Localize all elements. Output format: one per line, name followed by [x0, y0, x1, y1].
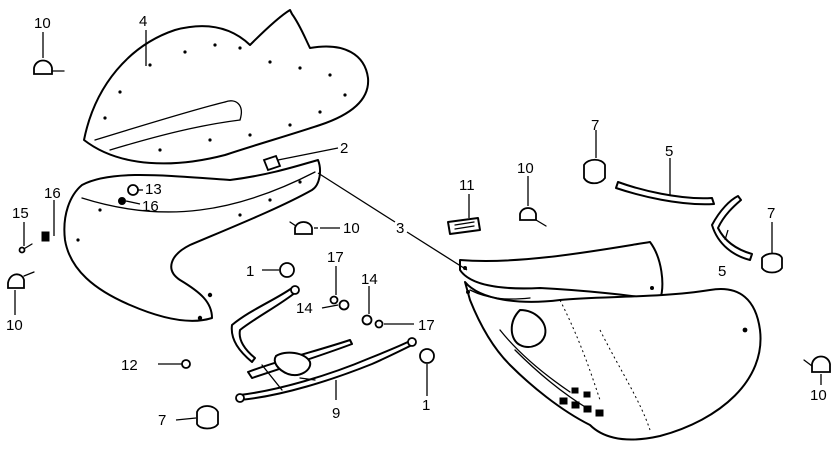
callout-10-top-left: 10: [34, 15, 51, 32]
callout-17-upper: 17: [327, 249, 344, 266]
grommet-small: [181, 359, 191, 369]
callout-10-left: 10: [6, 317, 23, 334]
callout-1-upper: 1: [246, 263, 254, 280]
callout-7-right: 7: [767, 205, 775, 222]
callout-4: 4: [139, 13, 147, 30]
screw-top-left: [33, 59, 65, 75]
callout-11: 11: [459, 177, 475, 194]
callout-12: 12: [121, 357, 138, 374]
callout-14-left: 14: [296, 300, 313, 317]
emblem: [447, 217, 481, 235]
washer-left: [41, 231, 50, 242]
callout-2: 2: [340, 140, 348, 157]
callout-16-left: 16: [44, 185, 61, 202]
side-stay-upper: [615, 181, 715, 206]
screw-small: [18, 243, 33, 254]
grommet-lower: [196, 405, 219, 430]
callout-7-lower: 7: [158, 412, 166, 429]
screw-left: [7, 271, 35, 289]
windscreen: [83, 9, 370, 165]
callout-15: 15: [12, 205, 29, 222]
callout-5-lower: 5: [718, 263, 726, 280]
washer-upper: [118, 197, 126, 205]
nut-right: [361, 314, 373, 326]
stay-bracket: [230, 285, 417, 403]
washer-center-left: [329, 295, 339, 305]
washer-center-right: [374, 319, 384, 329]
fairing-lower-panel: [459, 241, 762, 441]
callout-14-right: 14: [361, 271, 378, 288]
grommet-1-lower: [419, 348, 435, 364]
callout-7-upper: 7: [591, 117, 599, 134]
callout-13: 13: [145, 181, 162, 198]
grommet-1-upper: [279, 262, 295, 278]
collar: [127, 184, 139, 196]
screw-upper-right: [519, 207, 547, 227]
nut-left: [338, 299, 350, 311]
callout-3: 3: [396, 220, 404, 237]
callout-1-lower: 1: [422, 397, 430, 414]
grommet-upper: [583, 158, 606, 185]
screw-bottom-right: [803, 355, 831, 373]
callout-10-center: 10: [343, 220, 360, 237]
leader-lines: [14, 30, 822, 421]
grommet-right: [761, 252, 783, 274]
screw-center: [289, 221, 313, 235]
callout-16-upper: 16: [142, 198, 159, 215]
callout-5-upper: 5: [665, 143, 673, 160]
callout-labels: 10 4 2 13 16 16 15 10 10 3 1 17 14 14 17…: [6, 13, 827, 429]
fairing-left-panel: [63, 159, 321, 322]
callout-10-upper-right: 10: [517, 160, 534, 177]
callout-17-lower: 17: [418, 317, 435, 334]
clip: [262, 154, 282, 172]
callout-9: 9: [332, 405, 340, 422]
callout-10-bottom-right: 10: [810, 387, 827, 404]
side-stay-lower: [711, 195, 753, 261]
